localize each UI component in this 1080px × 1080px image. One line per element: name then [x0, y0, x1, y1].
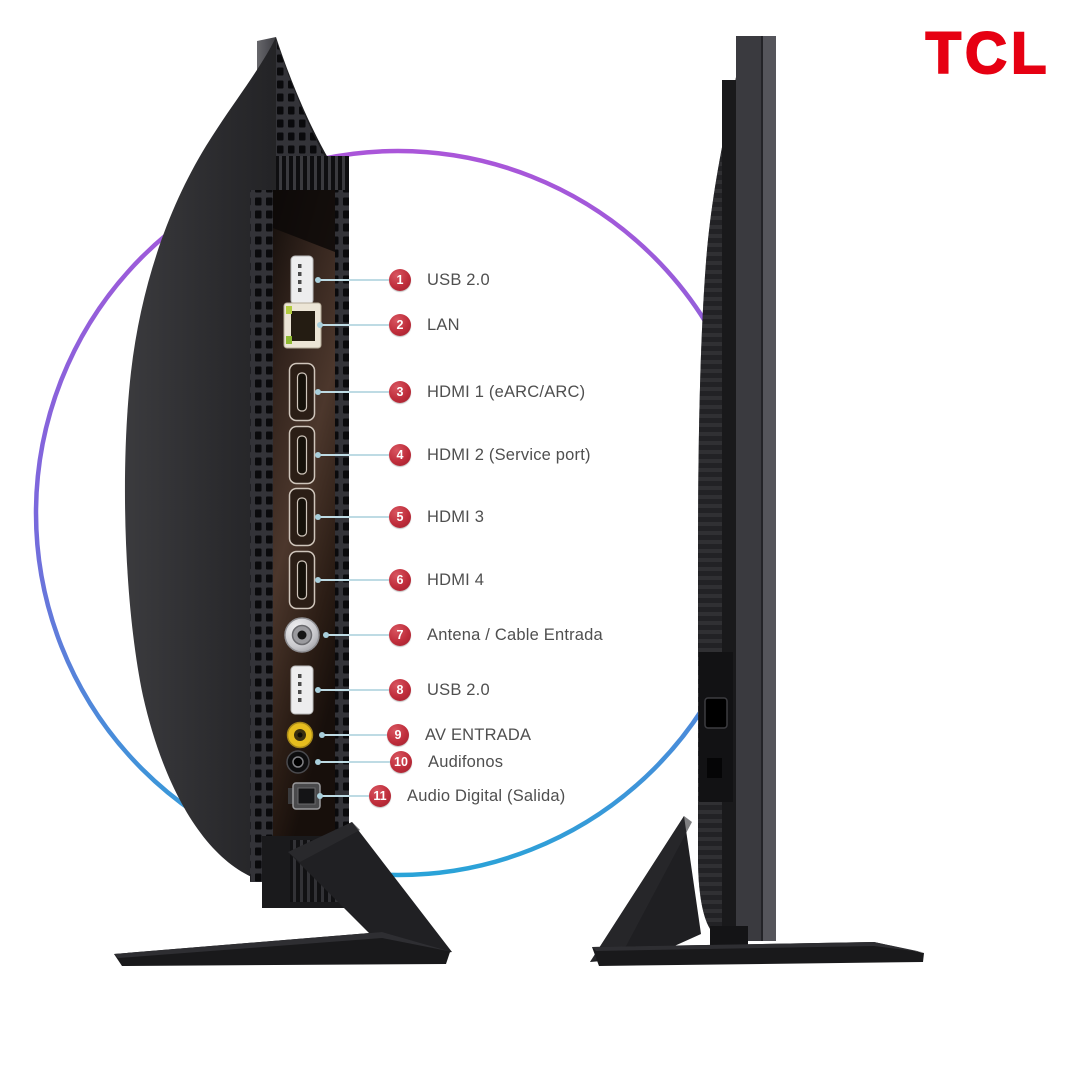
callout-number-badge: 5 [389, 506, 411, 528]
callout-antenna: 7 Antena / Cable Entrada [323, 624, 603, 646]
leader-line [323, 632, 389, 638]
tcl-logo: TCL [925, 20, 1051, 87]
callout-label: USB 2.0 [427, 680, 490, 699]
callout-usb-2: 8 USB 2.0 [315, 679, 490, 701]
right-tv-screen-edge [762, 36, 776, 941]
callout-number-badge: 7 [389, 624, 411, 646]
right-tv-side-profile [590, 36, 924, 966]
callout-label: LAN [427, 315, 460, 334]
callout-number-badge: 2 [389, 314, 411, 336]
callout-usb-1: 1 USB 2.0 [315, 269, 490, 291]
callout-number-badge: 9 [387, 724, 409, 746]
callout-hdmi-4: 6 HDMI 4 [315, 569, 485, 591]
leader-line [315, 452, 389, 458]
callout-lan: 2 LAN [317, 314, 460, 336]
callout-label: USB 2.0 [427, 270, 490, 289]
usb-port-1 [290, 255, 314, 305]
callout-label: HDMI 3 [427, 507, 485, 526]
callout-label: Audio Digital (Salida) [407, 786, 566, 805]
hdmi-port-1 [288, 362, 316, 422]
usb-port-2 [290, 665, 314, 715]
headphone-jack [286, 750, 310, 774]
leader-line [315, 389, 389, 395]
callout-digital-audio: 11 Audio Digital (Salida) [317, 785, 566, 807]
left-tv-stand-base [114, 932, 450, 966]
left-tv-stand-leg [288, 822, 452, 960]
lan-port [283, 302, 322, 349]
callout-av-in: 9 AV ENTRADA [319, 724, 532, 746]
leader-line [315, 687, 389, 693]
callout-hdmi-1: 3 HDMI 1 (eARC/ARC) [315, 381, 586, 403]
left-tv-vent-column-left [250, 190, 273, 882]
right-tv-neck [710, 926, 748, 948]
callout-label: HDMI 1 (eARC/ARC) [427, 382, 586, 401]
right-tv-power-recess [699, 652, 733, 802]
left-tv-vent-column-right [335, 190, 349, 882]
coax-antenna-port [284, 617, 320, 653]
leader-line [315, 277, 389, 283]
callout-label: Audifonos [428, 752, 504, 771]
hdmi-port-3 [288, 487, 316, 547]
callout-label: AV ENTRADA [425, 725, 532, 744]
leader-line [315, 514, 389, 520]
callout-headphones: 10 Audifonos [315, 751, 504, 773]
left-tv-rear-angled-view [114, 37, 452, 966]
callout-number-badge: 1 [389, 269, 411, 291]
callout-hdmi-2: 4 HDMI 2 (Service port) [315, 444, 591, 466]
hdmi-port-4 [288, 550, 316, 610]
optical-audio-port [288, 782, 321, 810]
callout-number-badge: 8 [389, 679, 411, 701]
callout-label: Antena / Cable Entrada [427, 625, 603, 644]
callout-label: HDMI 2 (Service port) [427, 445, 591, 464]
callout-number-badge: 11 [369, 785, 391, 807]
rca-av-jack [286, 721, 314, 749]
hdmi-port-2 [288, 425, 316, 485]
right-tv-panel-face [736, 36, 764, 941]
callout-number-badge: 6 [389, 569, 411, 591]
leader-line [315, 577, 389, 583]
leader-line [319, 732, 387, 738]
callout-number-badge: 3 [389, 381, 411, 403]
callout-hdmi-3: 5 HDMI 3 [315, 506, 485, 528]
leader-line [315, 759, 390, 765]
callout-label: HDMI 4 [427, 570, 485, 589]
callout-number-badge: 4 [389, 444, 411, 466]
left-tv-top-vents [276, 40, 342, 184]
callout-number-badge: 10 [390, 751, 412, 773]
leader-line [317, 322, 389, 328]
leader-line [317, 793, 369, 799]
